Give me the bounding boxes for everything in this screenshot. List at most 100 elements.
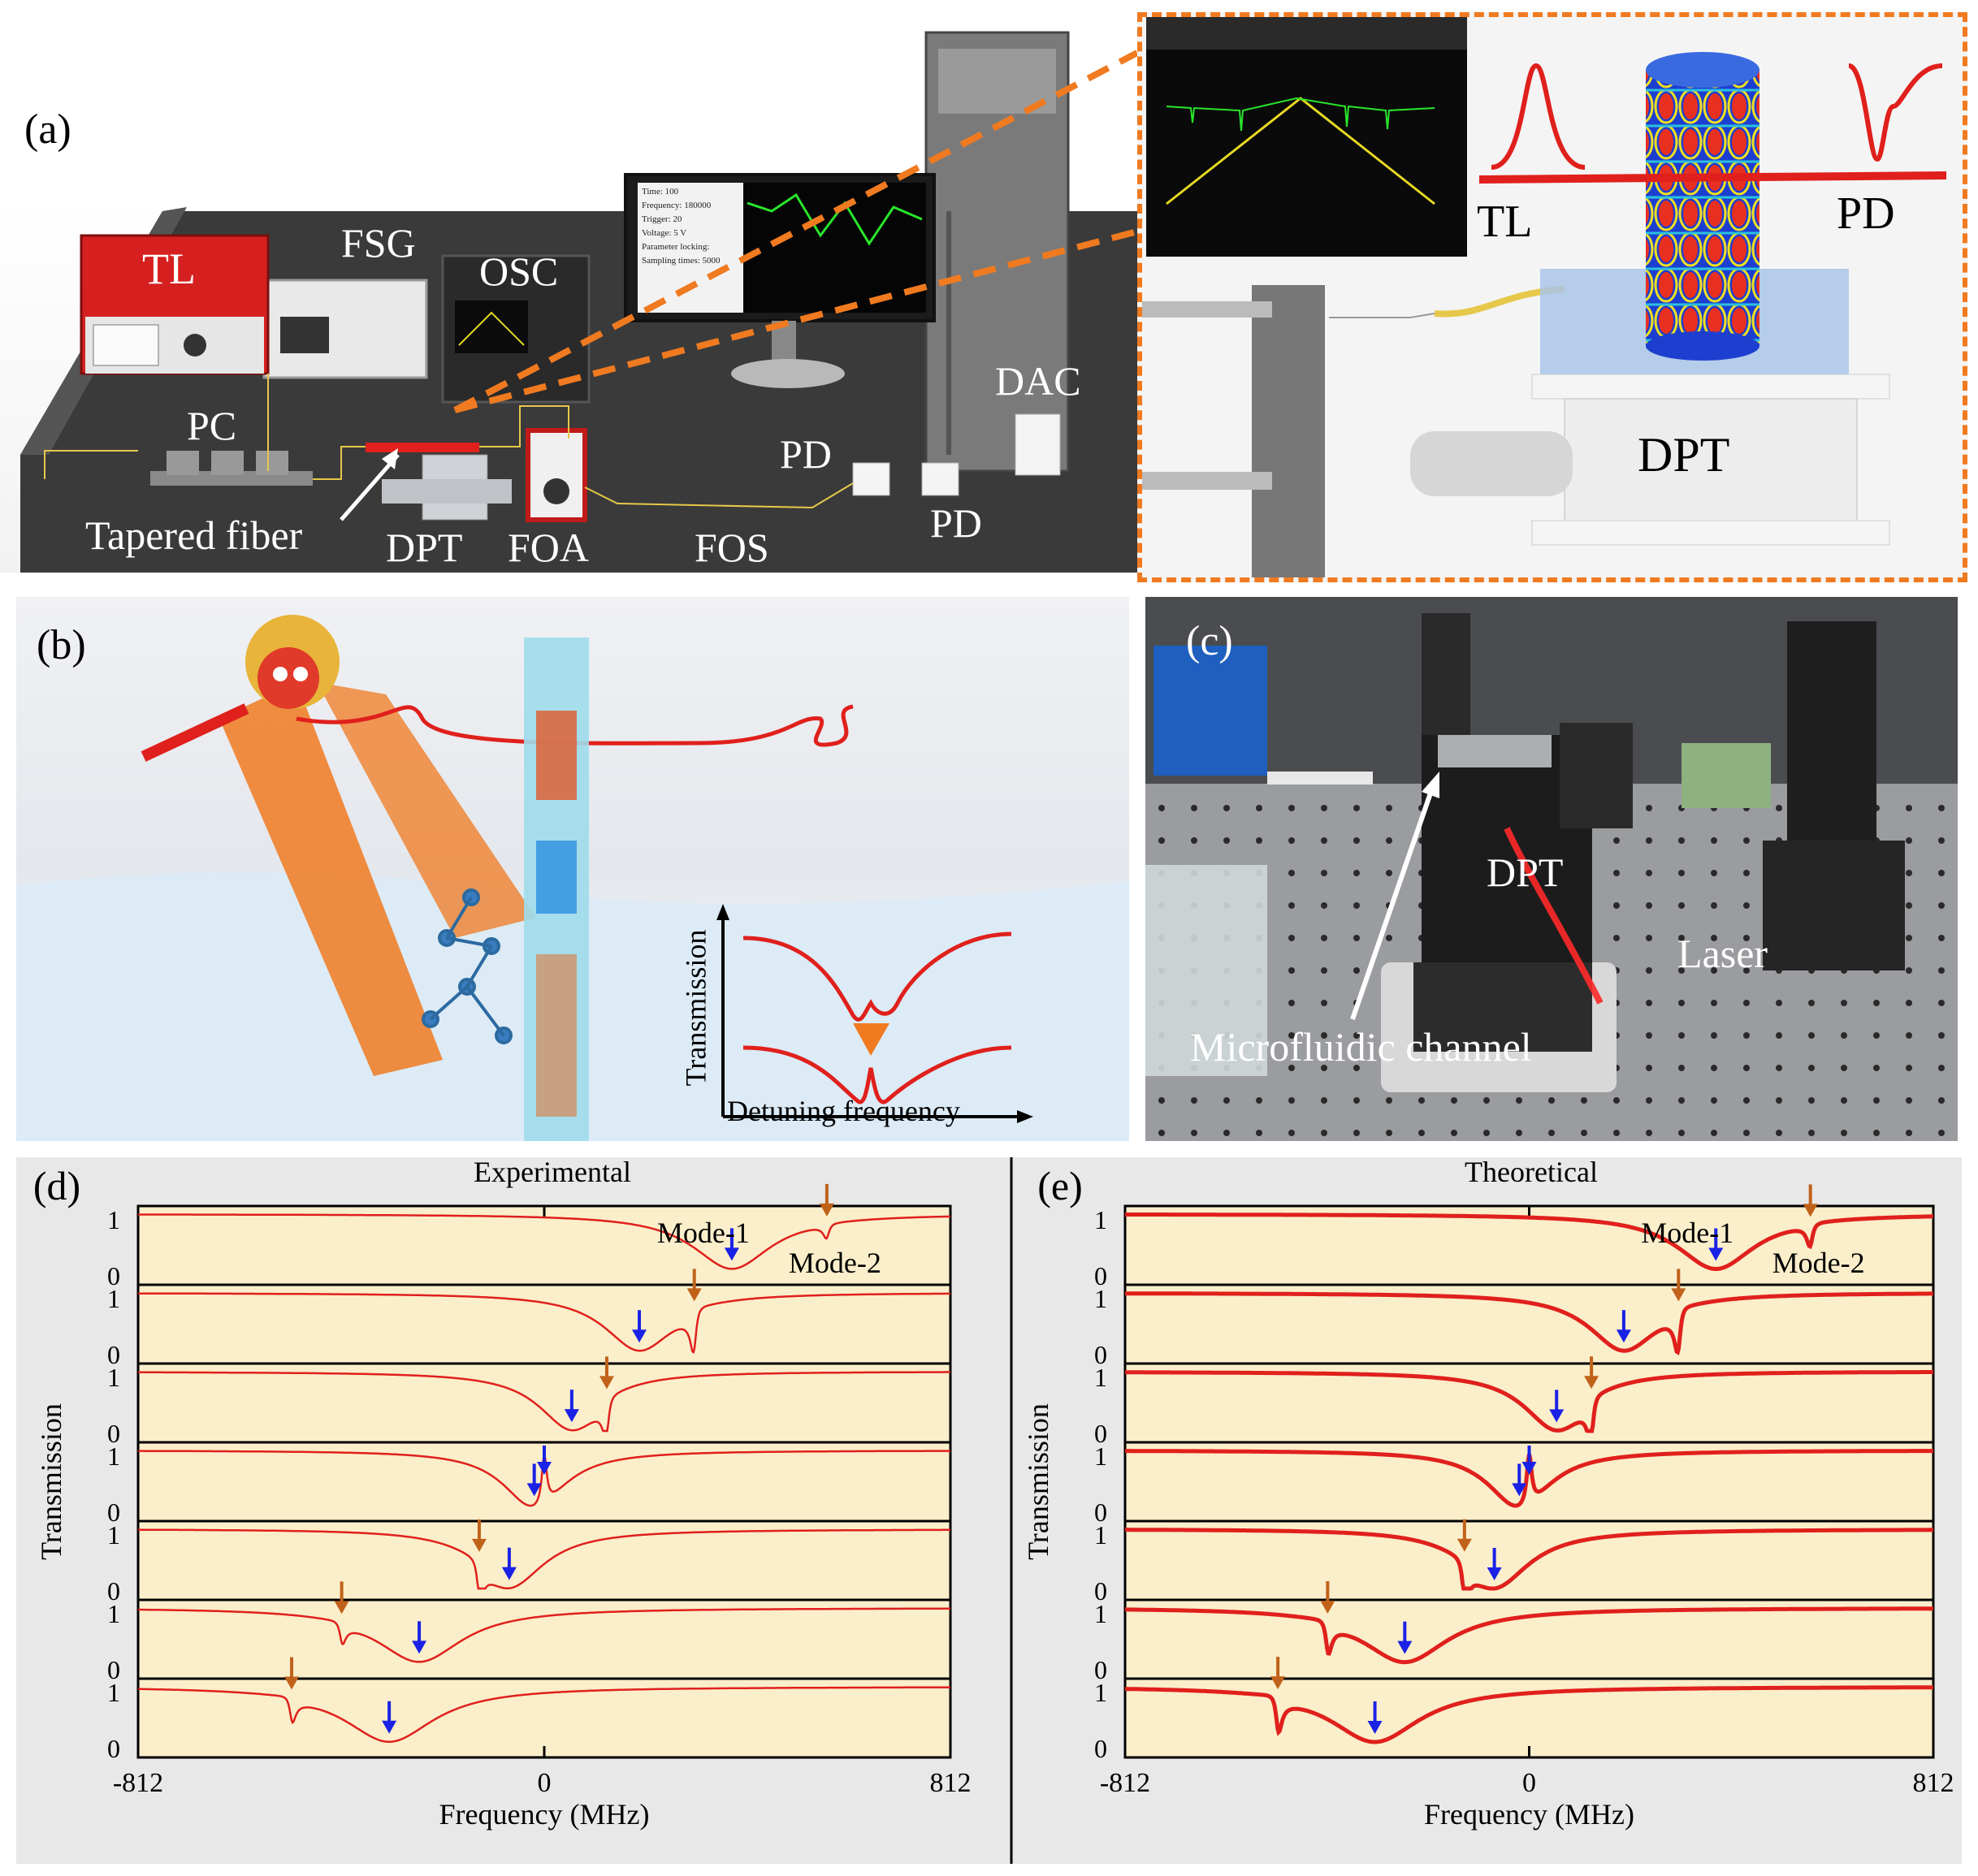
panel-c-laser: Laser	[1677, 931, 1768, 976]
panel-c-channel: Microfluidic channel	[1190, 1024, 1532, 1070]
y-tick-1: 1	[1094, 1678, 1107, 1707]
mode2-arrowhead-icon	[284, 1676, 300, 1690]
label-pc: PC	[187, 403, 237, 448]
plot-area-0	[136, 1204, 952, 1759]
panel-b-ylabel: Transmission	[679, 929, 712, 1087]
y-tick-0: 0	[107, 1655, 120, 1684]
annotation-mode1: Mode-1	[657, 1217, 750, 1249]
panel-label-1: (e)	[1037, 1163, 1083, 1208]
transmission-curve	[1125, 1606, 1933, 1665]
transmission-curve	[138, 1213, 950, 1270]
transmission-curve	[1125, 1528, 1933, 1591]
mode1-arrowhead-icon	[382, 1720, 397, 1734]
x-tick-zero: 0	[538, 1768, 552, 1798]
y-tick-0: 0	[1094, 1498, 1107, 1527]
transmission-curve	[137, 1686, 950, 1743]
label-pd-2: PD	[930, 500, 982, 546]
y-tick-0: 0	[107, 1734, 120, 1763]
y-tick-0: 0	[1094, 1340, 1107, 1369]
panel-c-label: (c)	[1186, 618, 1233, 664]
y-tick-1: 1	[107, 1599, 120, 1628]
transmission-curve	[138, 1607, 950, 1663]
transmission-curve	[138, 1292, 950, 1354]
y-tick-0: 0	[1094, 1261, 1107, 1290]
label-dpt-a: DPT	[386, 525, 463, 570]
panel-a-inset: TL PD DPT	[1137, 12, 1967, 582]
y-axis-label: Transmission	[1022, 1403, 1054, 1560]
label-foa: FOA	[508, 525, 590, 570]
mode2-arrowhead-icon	[819, 1203, 834, 1217]
charts-svg: (d)Experimental10101010101010Mode-1Mode-…	[33, 1157, 1954, 1864]
x-tick-zero: 0	[1522, 1768, 1536, 1798]
panel-a-label: (a)	[24, 106, 71, 153]
y-tick-1: 1	[107, 1205, 120, 1234]
plot-area-1	[1123, 1204, 1935, 1759]
chart-title-0: Experimental	[474, 1157, 631, 1188]
label-dac: DAC	[995, 358, 1081, 404]
y-tick-1: 1	[107, 1284, 120, 1313]
y-tick-1: 1	[1094, 1363, 1107, 1392]
mode2-arrowhead-icon	[471, 1538, 487, 1552]
y-tick-1: 1	[1094, 1442, 1107, 1471]
panel-c: (c) DPT Laser Microfluidic channel	[1145, 597, 1958, 1141]
label-fos: FOS	[695, 525, 769, 570]
annotation-mode2: Mode-2	[789, 1247, 881, 1279]
mode2-arrowhead-icon	[1320, 1600, 1335, 1614]
mode1-arrowhead-icon	[1708, 1247, 1724, 1261]
transmission-curve	[138, 1528, 950, 1590]
transmission-curve	[1125, 1212, 1933, 1271]
y-tick-1: 1	[1094, 1284, 1107, 1313]
label-pd-1: PD	[780, 431, 832, 477]
panel-label-0: (d)	[33, 1163, 80, 1208]
mode1-arrowhead-icon	[631, 1329, 647, 1343]
mode1-arrowhead-icon	[724, 1247, 739, 1261]
y-tick-0: 0	[107, 1261, 120, 1290]
mode1-arrowhead-icon	[1616, 1329, 1631, 1343]
mode2-arrowhead-icon	[1456, 1538, 1472, 1552]
label-fsg: FSG	[341, 220, 416, 266]
mode1-arrowhead-icon	[1487, 1567, 1502, 1580]
y-tick-1: 1	[1094, 1205, 1107, 1234]
y-tick-1: 1	[107, 1363, 120, 1392]
panel-a: (a) TL FSG OSC PC Tapered fiber DPT FOA …	[0, 0, 1137, 573]
transmission-curve	[1125, 1291, 1933, 1355]
chart-title-1: Theoretical	[1465, 1157, 1598, 1188]
panel-c-dpt: DPT	[1487, 849, 1564, 895]
panel-b: (b) Transmission Detuning frequency	[16, 597, 1129, 1141]
mode2-arrowhead-icon	[334, 1601, 349, 1614]
mode2-arrowhead-icon	[1584, 1376, 1599, 1390]
y-tick-0: 0	[107, 1419, 120, 1448]
x-tick-max: 812	[930, 1768, 972, 1798]
y-tick-0: 0	[107, 1576, 120, 1606]
y-tick-0: 0	[1094, 1734, 1107, 1763]
y-tick-1: 1	[107, 1678, 120, 1707]
monitor-text: Time: 100 Frequency: 180000 Trigger: 20 …	[642, 187, 721, 266]
transmission-curve	[1125, 1370, 1933, 1433]
mode-center-arrowhead-icon	[1521, 1462, 1537, 1475]
mode1-arrowhead-icon	[1367, 1720, 1383, 1734]
annotation-mode2: Mode-2	[1772, 1247, 1865, 1279]
y-tick-0: 0	[107, 1498, 120, 1527]
label-tl: TL	[142, 244, 196, 293]
y-tick-0: 0	[107, 1340, 120, 1369]
x-tick-min: -812	[1100, 1768, 1150, 1798]
transmission-curve	[138, 1371, 950, 1433]
x-axis-label: Frequency (MHz)	[1424, 1798, 1634, 1831]
molecule-icon	[422, 888, 513, 1044]
y-tick-1: 1	[1094, 1599, 1107, 1628]
mode1-arrowhead-icon	[526, 1483, 542, 1497]
mode1-arrowhead-icon	[564, 1409, 579, 1423]
mode2-arrowhead-icon	[1671, 1288, 1686, 1302]
mode2-arrowhead-icon	[686, 1288, 702, 1302]
inset-label-pd: PD	[1837, 188, 1895, 239]
inset-label-tl: TL	[1477, 197, 1533, 247]
label-osc: OSC	[479, 249, 559, 294]
inset-scene	[1142, 17, 1946, 577]
y-tick-0: 0	[1094, 1576, 1107, 1606]
mode1-arrowhead-icon	[1549, 1409, 1565, 1423]
x-tick-min: -812	[113, 1768, 163, 1798]
label-tapered-fiber: Tapered fiber	[85, 512, 303, 558]
mode-center-arrowhead-icon	[537, 1462, 552, 1475]
y-tick-0: 0	[1094, 1419, 1107, 1448]
